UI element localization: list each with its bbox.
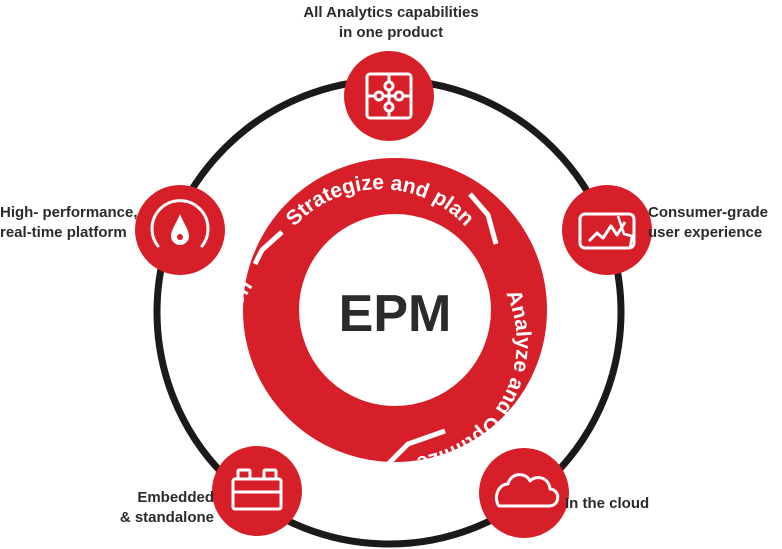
caption-line: In the cloud	[565, 495, 650, 512]
caption-cloud: In the cloud	[565, 494, 685, 514]
node-cloud	[479, 448, 569, 538]
caption-line: & standalone	[119, 509, 214, 526]
node-performance	[135, 185, 225, 275]
center-disc	[300, 215, 490, 405]
caption-performance: High- performance, real-time platform	[0, 203, 150, 243]
caption-line: High- performance,	[0, 204, 138, 221]
process-ring	[243, 158, 547, 462]
caption-consumer-grade: Consumer-grade user experience	[648, 203, 782, 243]
caption-line: All Analytics capabilities	[303, 4, 479, 21]
caption-line: Consumer-grade	[648, 204, 769, 221]
center-label: EPM	[339, 285, 452, 343]
gauge-icon	[150, 199, 210, 248]
caption-line: real-time platform	[0, 224, 127, 241]
caption-embedded: Embedded & standalone	[96, 488, 214, 528]
puzzle-icon	[365, 72, 413, 120]
building-blocks-icon	[231, 468, 283, 511]
tablet-chart-icon	[578, 212, 636, 250]
cloud-icon	[494, 473, 560, 508]
caption-line: in one product	[338, 24, 444, 41]
node-consumer-grade	[562, 185, 652, 275]
node-all-analytics	[344, 51, 434, 141]
node-embedded	[212, 446, 302, 536]
caption-line: Embedded	[137, 489, 214, 506]
caption-line: user experience	[648, 224, 763, 241]
segment-dividers	[252, 192, 499, 472]
caption-all-analytics: All Analytics capabilities in one produc…	[291, 3, 491, 43]
